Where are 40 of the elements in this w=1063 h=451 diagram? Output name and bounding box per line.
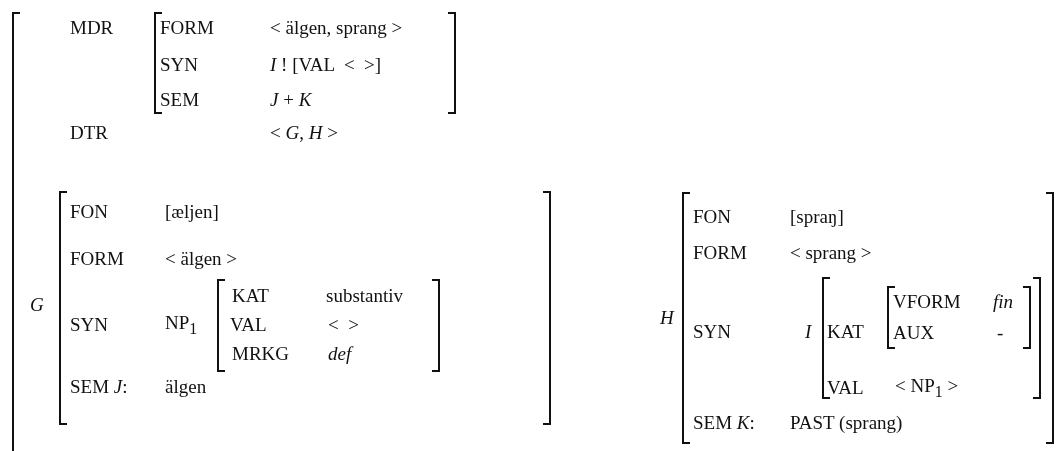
avm-text: < > [328, 314, 359, 336]
avm-text: FORM [693, 242, 747, 264]
avm-text: NP$_{1}$ [165, 312, 198, 338]
avm-text: AUX [893, 322, 935, 344]
avm-text: < sprang > [790, 242, 872, 264]
avm-text: PAST (sprang) [790, 412, 903, 434]
avm-text: FORM [70, 248, 124, 270]
avm-text: [æljen] [165, 201, 219, 223]
avm-text: < G, H > [270, 122, 338, 144]
avm-text: FORM [160, 17, 214, 39]
avm-text: KAT [827, 321, 864, 343]
avm-text: SYN [693, 321, 731, 343]
avm-text: älgen [165, 376, 207, 398]
avm-text: DTR [70, 122, 108, 144]
avm-text: < älgen, sprang > [270, 17, 403, 39]
avm-text: J + K [270, 89, 312, 111]
avm-text: FON [70, 201, 108, 223]
avm-text: SYN [160, 54, 198, 76]
avm-text: MDR [70, 17, 114, 39]
avm-text: I ! [VAL < >] [270, 54, 382, 76]
avm-text: MRKG [232, 343, 289, 365]
avm-text: VAL [230, 314, 267, 336]
avm-text: FON [693, 206, 731, 228]
avm-text: [spraŋ] [790, 206, 844, 228]
avm-text: VAL [827, 377, 864, 399]
avm-text: H [660, 307, 674, 329]
avm-text: KAT [232, 285, 269, 307]
avm-text: SEM K: [693, 412, 755, 434]
avm-text: SYN [70, 314, 108, 336]
avm-text: - [997, 322, 1004, 344]
avm-text: I [805, 321, 812, 343]
avm-text: SEM J: [70, 376, 128, 398]
avm-text: def [328, 343, 352, 365]
avm-text: < älgen > [165, 248, 238, 270]
avm-text: fin [993, 291, 1014, 313]
avm-text: < NP$_{1}$ > [895, 375, 959, 401]
avm-text: G [30, 294, 44, 316]
avm-text: VFORM [893, 291, 961, 313]
avm-text: substantiv [326, 285, 404, 307]
avm-text: SEM [160, 89, 200, 111]
